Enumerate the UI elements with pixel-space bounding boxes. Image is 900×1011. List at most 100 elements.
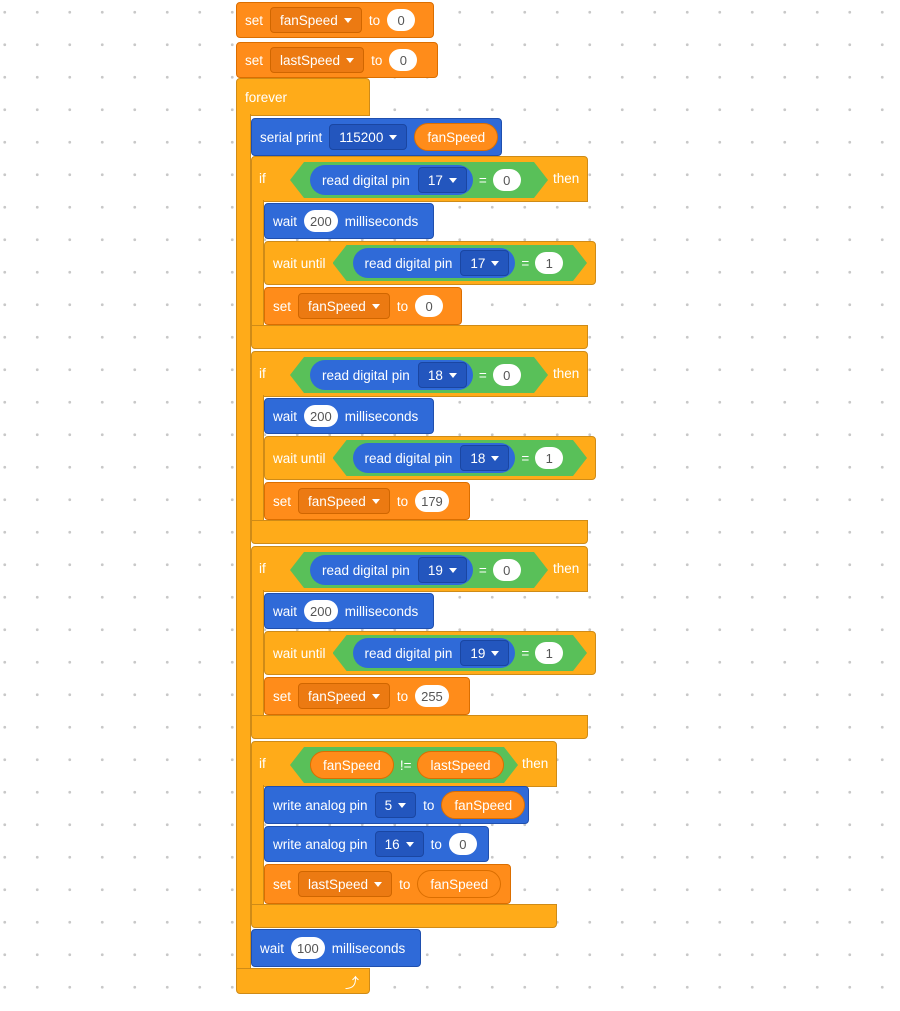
equals-condition[interactable]: read digital pin 19 = 0 bbox=[290, 552, 548, 588]
wait-until-block[interactable]: wait until read digital pin 19 = 1 bbox=[264, 631, 596, 675]
set-fanspeed-block[interactable]: set fanSpeed to 179 bbox=[264, 482, 470, 520]
fanspeed-reporter[interactable]: fanSpeed bbox=[441, 791, 526, 819]
if-label: if bbox=[259, 171, 266, 186]
equals-condition[interactable]: read digital pin 17 = 0 bbox=[290, 162, 548, 198]
if-label: if bbox=[259, 561, 266, 576]
write-analog-pin-block[interactable]: write analog pin 5 to fanSpeed bbox=[264, 786, 529, 824]
if-block-footer bbox=[251, 520, 588, 544]
read-digital-pin-reporter[interactable]: read digital pin 17 bbox=[353, 248, 516, 278]
set-fanspeed-block[interactable]: set fanSpeed to 255 bbox=[264, 677, 470, 715]
pin-dropdown[interactable]: 5 bbox=[374, 792, 417, 818]
wait-until-block[interactable]: wait until read digital pin 17 = 1 bbox=[264, 241, 596, 285]
pin-dropdown[interactable]: 16 bbox=[374, 831, 424, 857]
equals-condition[interactable]: read digital pin 18 = 1 bbox=[333, 440, 587, 476]
fanspeed-reporter[interactable]: fanSpeed bbox=[414, 123, 499, 151]
pin-dropdown[interactable]: 17 bbox=[418, 167, 467, 193]
equals-condition[interactable]: read digital pin 19 = 1 bbox=[333, 635, 587, 671]
chevron-down-icon bbox=[374, 881, 383, 887]
variable-dropdown[interactable]: fanSpeed bbox=[298, 293, 390, 319]
loop-arrow-icon: ⤴ bbox=[345, 975, 359, 991]
read-digital-pin-reporter[interactable]: read digital pin 19 bbox=[310, 555, 473, 585]
chevron-down-icon bbox=[449, 568, 457, 573]
read-digital-pin-reporter[interactable]: read digital pin 17 bbox=[310, 165, 473, 195]
read-digital-pin-reporter[interactable]: read digital pin 19 bbox=[353, 638, 516, 668]
wait-block[interactable]: wait 200 milliseconds bbox=[264, 398, 434, 434]
wait-ms-input[interactable]: 200 bbox=[304, 600, 338, 622]
wait-block[interactable]: wait 200 milliseconds bbox=[264, 203, 434, 239]
if-block-header[interactable]: if fanSpeed != lastSpeed then bbox=[251, 741, 557, 787]
write-analog-pin-block[interactable]: write analog pin 16 to 0 bbox=[264, 826, 489, 862]
read-digital-pin-reporter[interactable]: read digital pin 18 bbox=[353, 443, 516, 473]
value-input[interactable]: 0 bbox=[415, 295, 444, 317]
equals-condition[interactable]: read digital pin 17 = 1 bbox=[333, 245, 587, 281]
forever-block-footer[interactable]: ⤴ bbox=[236, 968, 370, 994]
chevron-down-icon bbox=[449, 178, 457, 183]
then-label: then bbox=[553, 171, 580, 186]
equals-condition[interactable]: read digital pin 18 = 0 bbox=[290, 357, 548, 393]
to-label: to bbox=[423, 797, 435, 813]
chevron-down-icon bbox=[398, 802, 407, 808]
compare-value[interactable]: 0 bbox=[493, 169, 521, 191]
compare-value[interactable]: 1 bbox=[535, 447, 563, 469]
variable-dropdown[interactable]: fanSpeed bbox=[298, 683, 390, 709]
wait-until-block[interactable]: wait until read digital pin 18 = 1 bbox=[264, 436, 596, 480]
variable-dropdown[interactable]: fanSpeed bbox=[298, 488, 390, 514]
variable-dropdown[interactable]: lastSpeed bbox=[298, 871, 393, 897]
wait-block[interactable]: wait 100 milliseconds bbox=[251, 929, 421, 967]
value-input[interactable]: 179 bbox=[415, 490, 449, 512]
wait-until-label: wait until bbox=[273, 645, 326, 661]
compare-value[interactable]: 1 bbox=[535, 642, 563, 664]
set-lastspeed-init-block[interactable]: set lastSpeed to 0 bbox=[236, 42, 438, 78]
to-label: to bbox=[430, 836, 442, 852]
variable-dropdown[interactable]: fanSpeed bbox=[270, 7, 362, 33]
compare-value[interactable]: 1 bbox=[535, 252, 563, 274]
then-label: then bbox=[553, 366, 580, 381]
value-input[interactable]: 0 bbox=[389, 49, 418, 71]
baud-dropdown[interactable]: 115200 bbox=[329, 124, 408, 150]
if-block-arm bbox=[251, 200, 264, 326]
pin-dropdown[interactable]: 17 bbox=[460, 250, 509, 276]
wait-label: wait bbox=[260, 940, 285, 956]
chevron-down-icon bbox=[371, 498, 380, 504]
set-label: set bbox=[245, 52, 264, 68]
lastspeed-reporter[interactable]: lastSpeed bbox=[417, 751, 503, 779]
value-input[interactable]: 0 bbox=[387, 9, 416, 31]
set-lastspeed-block[interactable]: set lastSpeed to fanSpeed bbox=[264, 864, 511, 904]
set-fanspeed-block[interactable]: set fanSpeed to 0 bbox=[264, 287, 462, 325]
wait-block[interactable]: wait 200 milliseconds bbox=[264, 593, 434, 629]
equals-operator: = bbox=[521, 450, 530, 466]
value-input[interactable]: 255 bbox=[415, 685, 449, 707]
fanspeed-reporter[interactable]: fanSpeed bbox=[417, 870, 502, 898]
pin-dropdown[interactable]: 19 bbox=[460, 640, 509, 666]
variable-dropdown[interactable]: lastSpeed bbox=[270, 47, 365, 73]
if-block-header[interactable]: if read digital pin 18 = 0 then bbox=[251, 351, 588, 397]
not-equals-operator: != bbox=[399, 757, 412, 773]
compare-value[interactable]: 0 bbox=[493, 364, 521, 386]
if-block-header[interactable]: if read digital pin 19 = 0 then bbox=[251, 546, 588, 592]
chevron-down-icon bbox=[371, 303, 380, 309]
if-block-arm bbox=[251, 785, 264, 907]
value-input[interactable]: 0 bbox=[448, 833, 477, 855]
fanspeed-reporter[interactable]: fanSpeed bbox=[310, 751, 394, 779]
wait-ms-input[interactable]: 200 bbox=[304, 405, 338, 427]
not-equals-condition[interactable]: fanSpeed != lastSpeed bbox=[290, 747, 518, 783]
chevron-down-icon bbox=[491, 456, 499, 461]
then-label: then bbox=[522, 756, 549, 771]
chevron-down-icon bbox=[343, 17, 352, 23]
forever-block-header[interactable]: forever bbox=[236, 78, 370, 116]
forever-block-arm bbox=[236, 114, 251, 972]
compare-value[interactable]: 0 bbox=[493, 559, 521, 581]
pin-dropdown[interactable]: 18 bbox=[460, 445, 509, 471]
read-digital-pin-reporter[interactable]: read digital pin 18 bbox=[310, 360, 473, 390]
if-block-arm bbox=[251, 395, 264, 521]
wait-ms-input[interactable]: 100 bbox=[291, 937, 325, 959]
pin-dropdown[interactable]: 19 bbox=[418, 557, 467, 583]
set-fanspeed-init-block[interactable]: set fanSpeed to 0 bbox=[236, 2, 434, 38]
pin-dropdown[interactable]: 18 bbox=[418, 362, 467, 388]
write-analog-pin-label: write analog pin bbox=[273, 836, 368, 852]
if-block-header[interactable]: if read digital pin 17 = 0 then bbox=[251, 156, 588, 202]
wait-ms-input[interactable]: 200 bbox=[304, 210, 338, 232]
to-label: to bbox=[396, 298, 409, 314]
if-block-footer bbox=[251, 715, 588, 739]
serial-print-block[interactable]: serial print 115200 fanSpeed bbox=[251, 118, 502, 156]
